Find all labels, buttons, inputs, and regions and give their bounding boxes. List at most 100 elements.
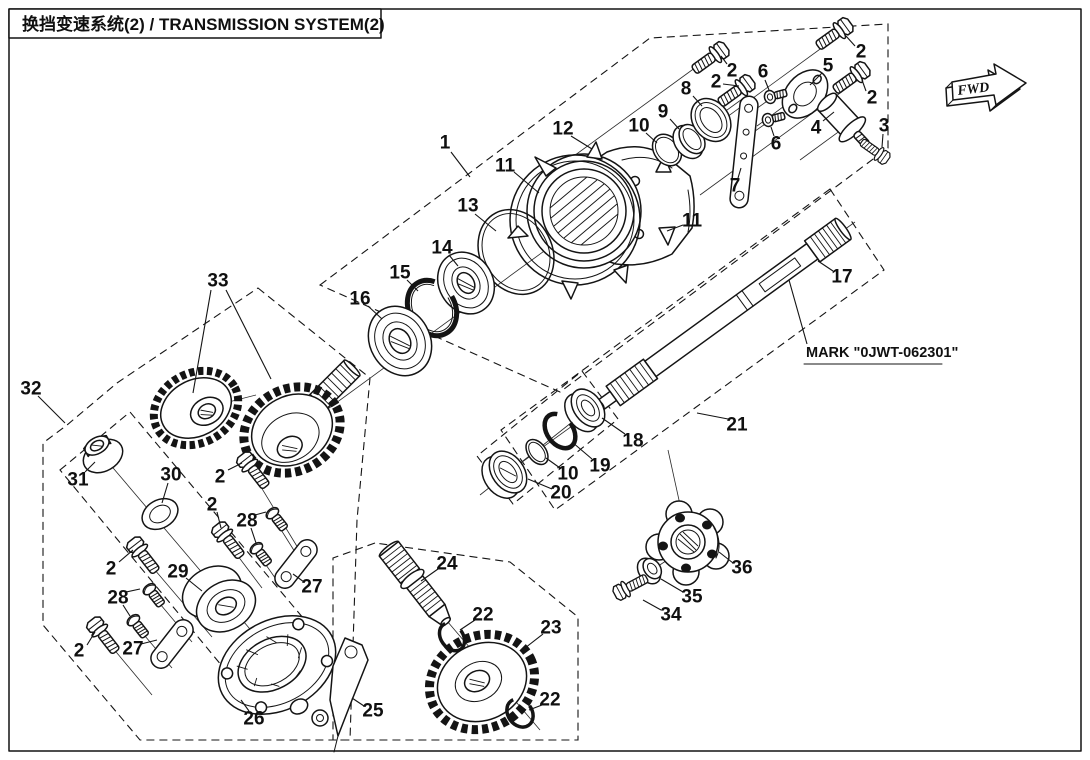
pan-screw-28 — [124, 611, 152, 642]
shaft-mark-flat — [758, 257, 802, 293]
drive-hub-36 — [645, 500, 730, 586]
leader-line-31 — [84, 461, 96, 473]
leader-line-18 — [601, 417, 626, 435]
leader-line-2 — [216, 511, 222, 529]
callout-1: 1 — [440, 133, 451, 154]
leader-line-15 — [406, 279, 419, 292]
callout-21: 21 — [726, 415, 748, 436]
callout-2: 2 — [215, 467, 226, 488]
bearing-cover-26 — [217, 614, 337, 716]
leader-line-28 — [250, 527, 257, 544]
callout-10: 10 — [628, 116, 649, 137]
callout-24: 24 — [436, 554, 458, 575]
leader-line-10 — [645, 132, 658, 144]
leader-line-33 — [192, 289, 212, 394]
callout-2: 2 — [856, 42, 867, 63]
leader-line-33 — [225, 289, 272, 380]
callout-20: 20 — [550, 483, 571, 504]
leader-line-19 — [571, 441, 593, 460]
callout-4: 4 — [811, 118, 822, 139]
leader-line-12 — [570, 135, 593, 150]
output-coupling-4 — [816, 92, 870, 148]
callout-16: 16 — [349, 289, 370, 310]
callout-27: 27 — [122, 639, 143, 660]
leader-line-17 — [817, 260, 834, 272]
socket-bolt-6 — [760, 108, 787, 129]
leader-line-6 — [764, 79, 770, 91]
callout-2: 2 — [867, 88, 878, 109]
callout-19: 19 — [589, 456, 610, 477]
leader-line-1 — [450, 151, 471, 178]
stopper-bracket-27 — [146, 615, 198, 673]
callout-14: 14 — [431, 238, 453, 259]
callout-17: 17 — [831, 267, 852, 288]
leader-line-6 — [770, 126, 775, 137]
gasket-bracket-25 — [311, 637, 369, 753]
leader-line-2 — [118, 549, 134, 563]
callout-5: 5 — [823, 56, 834, 77]
callout-9: 9 — [658, 102, 669, 123]
callout-26: 26 — [243, 709, 264, 730]
callout-10: 10 — [557, 464, 578, 485]
fwd-direction-arrow: FWD — [945, 63, 1027, 112]
callout-2: 2 — [74, 641, 85, 662]
leader-line-24 — [420, 568, 439, 582]
o-ring-10-lower — [525, 438, 549, 466]
flange-bolt-2 — [811, 14, 857, 55]
leader-line-11 — [666, 224, 684, 232]
leader-line-10 — [545, 457, 561, 469]
leader-line-32 — [37, 395, 66, 424]
oil-seal-20 — [481, 450, 528, 499]
leader-line-13 — [474, 213, 497, 232]
leader-line-21 — [696, 412, 729, 420]
leader-line-28 — [254, 511, 267, 516]
title-box — [8, 8, 382, 39]
counter-shaft-24 — [378, 540, 451, 627]
leader-line-22 — [528, 704, 543, 711]
leader-line-20 — [527, 478, 553, 490]
leader-line-35 — [660, 578, 684, 593]
leader-line-3 — [881, 133, 884, 148]
bolt-3 — [856, 134, 893, 167]
callout-3: 3 — [879, 116, 890, 137]
drawing-frame: 换挡变速系统(2) / TRANSMISSION SYSTEM(2) — [8, 8, 1082, 752]
leader-line-8 — [692, 95, 703, 107]
callout-36: 36 — [731, 558, 752, 579]
mark-annotation: MARK "0JWT-062301" — [788, 279, 958, 365]
fwd-label: FWD — [956, 80, 990, 99]
callout-35: 35 — [681, 587, 703, 608]
callout-33: 33 — [207, 271, 228, 292]
callout-2: 2 — [727, 61, 738, 82]
rear-bracket-tab — [658, 226, 676, 246]
leader-line-9 — [669, 118, 680, 130]
leader-line-34 — [642, 599, 662, 611]
callout-27: 27 — [301, 577, 322, 598]
callout-layer: 1222222223456678910111112131415161718191… — [20, 35, 890, 730]
circlip-22-upper — [437, 621, 467, 653]
callout-13: 13 — [457, 196, 478, 217]
leader-line-25 — [351, 697, 365, 707]
leader-line-2 — [720, 55, 728, 65]
mark-label: MARK "0JWT-062301" — [806, 345, 958, 361]
leader-line-2 — [861, 79, 867, 92]
bevel-pinion-shaft-33 — [239, 359, 361, 478]
leader-line-7 — [737, 167, 742, 179]
leader-line-14 — [448, 254, 459, 267]
callout-6: 6 — [771, 134, 782, 155]
callout-29: 29 — [167, 562, 188, 583]
housing-spline-bore — [549, 176, 619, 246]
driven-gear-23 — [424, 629, 540, 735]
bearing-29 — [181, 565, 257, 633]
retainer-plate-7 — [729, 95, 759, 209]
leader-line-11 — [513, 171, 540, 194]
callout-11: 11 — [495, 156, 516, 177]
leader-line-22 — [459, 619, 476, 631]
leader-line-27 — [292, 573, 305, 583]
callout-2: 2 — [711, 72, 722, 93]
leader-line-29 — [185, 577, 203, 592]
callout-25: 25 — [362, 701, 384, 722]
leader-line-4 — [822, 111, 835, 122]
callout-12: 12 — [552, 119, 573, 140]
